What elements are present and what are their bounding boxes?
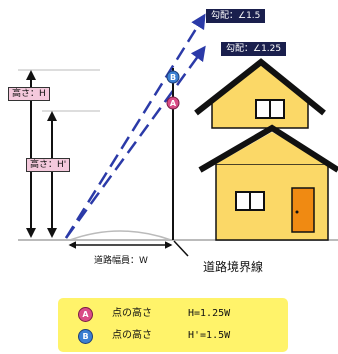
boundary-leader-line [173, 240, 189, 257]
height-h-prime-label: 高さ：H' [26, 158, 71, 172]
road-width-label: 道路幅員：W [94, 256, 148, 266]
road-width-curve [69, 230, 172, 241]
legend-mark-a: A [78, 307, 93, 322]
slope-label-upper: 勾配：∠1.5 [206, 9, 266, 23]
upper-window [255, 99, 285, 119]
legend-row-b: B 点の高さ H'=1.5W [58, 327, 288, 345]
door-knob [295, 210, 299, 214]
point-b-marker [166, 70, 180, 84]
legend-value-b: H'=1.5W [188, 330, 231, 341]
slope-line-upper [64, 13, 206, 239]
house-upper-roof [194, 58, 326, 116]
house-lower-gable [216, 132, 328, 164]
slope-label-lower: 勾配：∠1.25 [221, 42, 287, 56]
road-boundary-label: 道路境界線 [203, 260, 264, 274]
house [194, 58, 338, 241]
slope-line-lower [64, 45, 206, 239]
legend-box: A 点の高さ H=1.25W B 点の高さ H'=1.5W [58, 298, 288, 352]
lower-window [235, 191, 265, 211]
legend-mark-b: B [78, 329, 93, 344]
point-a-marker [166, 96, 180, 110]
height-h-label: 高さ：H [8, 87, 50, 101]
house-door [291, 187, 315, 233]
legend-value-a: H=1.25W [188, 308, 231, 319]
legend-row-a: A 点の高さ H=1.25W [58, 305, 288, 323]
legend-label-a: 点の高さ [112, 308, 152, 319]
point-b-letter: B [170, 73, 176, 82]
legend-label-b: 点の高さ [112, 330, 152, 341]
house-lower-roof [198, 124, 338, 173]
point-a-letter: A [170, 99, 177, 108]
